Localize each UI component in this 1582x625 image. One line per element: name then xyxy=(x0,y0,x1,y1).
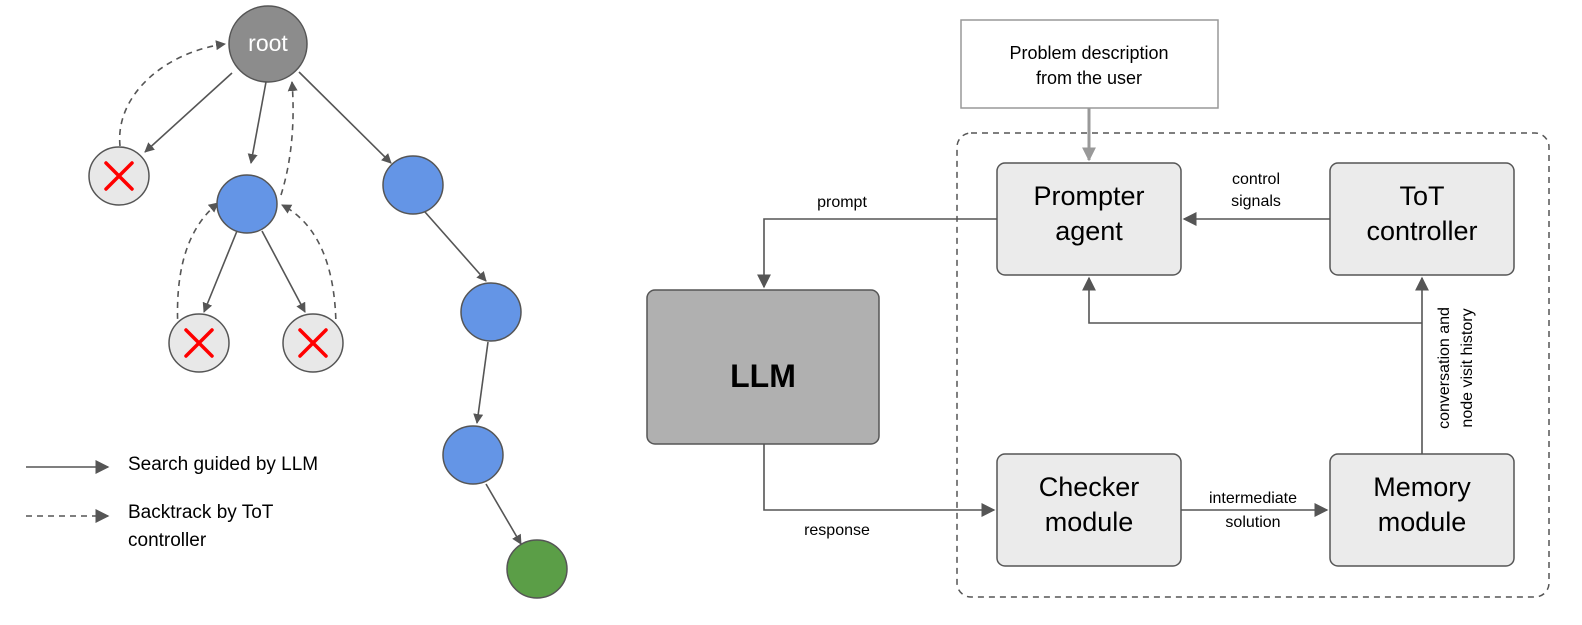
problem-description-box xyxy=(960,19,1219,109)
legend-backtrack-label-1: Backtrack by ToT xyxy=(128,502,274,523)
llm-label: LLM xyxy=(730,358,796,394)
edge-prompt-label: prompt xyxy=(817,194,867,211)
legend: Search guided by LLM Backtrack by ToT co… xyxy=(26,454,318,551)
system-boundary xyxy=(956,132,1550,598)
backtrack-fail2-b1 xyxy=(176,202,219,331)
memory-module-line2: module xyxy=(1378,507,1467,537)
edge-response xyxy=(763,444,996,517)
edge-root-b2 xyxy=(298,71,392,164)
prompter-agent-line1: Prompter xyxy=(1033,181,1144,211)
edge-intermediate-label-1: intermediate xyxy=(1209,490,1297,507)
tree-node-blue xyxy=(460,282,522,342)
edge-response-label: response xyxy=(804,522,870,539)
edge-root-b1 xyxy=(247,81,267,164)
architecture-diagram: Problem description from the user Prompt… xyxy=(646,19,1550,598)
edge-intermediate-label-2: solution xyxy=(1225,514,1280,531)
tree-node-goal xyxy=(506,539,568,599)
prompter-agent-line2: agent xyxy=(1055,216,1123,246)
edge-b3-b4 xyxy=(473,341,489,424)
problem-description-line1: Problem description xyxy=(1009,43,1168,63)
root-label: root xyxy=(248,30,288,56)
edge-b2-b3 xyxy=(424,211,487,282)
problem-description-line2: from the user xyxy=(1036,68,1142,88)
cross-icon xyxy=(104,161,134,191)
cross-icon xyxy=(184,328,214,358)
edge-history-label-2: node visit history xyxy=(1459,308,1476,427)
backtrack-b1-root xyxy=(280,81,298,196)
search-tree: root xyxy=(88,5,568,599)
edge-control-label-2: signals xyxy=(1231,193,1281,210)
edge-control-label-1: control xyxy=(1232,171,1280,188)
memory-module-line1: Memory xyxy=(1373,472,1471,502)
edge-memory-prompter xyxy=(1082,276,1422,324)
legend-backtrack-label-2: controller xyxy=(128,530,207,551)
edge-prompt xyxy=(757,218,997,289)
edge-b1-fail3 xyxy=(261,230,306,313)
edge-b4-goal xyxy=(485,483,522,545)
checker-module-line1: Checker xyxy=(1039,472,1140,502)
tree-node-root xyxy=(228,5,308,83)
edge-b1-fail2 xyxy=(202,230,238,313)
tree-node-blue xyxy=(442,425,504,485)
llm-box xyxy=(646,289,880,445)
tree-node-blue xyxy=(382,155,444,215)
edge-root-fail1 xyxy=(144,72,233,153)
backtrack-fail3-b1 xyxy=(281,204,337,331)
legend-search-label: Search guided by LLM xyxy=(128,454,318,475)
tot-controller-line2: controller xyxy=(1366,216,1477,246)
cross-icon xyxy=(298,328,328,358)
tree-node-blue xyxy=(216,174,278,234)
edge-history-label-1: conversation and xyxy=(1436,307,1453,429)
backtrack-fail1-root xyxy=(118,40,226,147)
checker-module-line2: module xyxy=(1045,507,1134,537)
tot-controller-line1: ToT xyxy=(1399,181,1444,211)
